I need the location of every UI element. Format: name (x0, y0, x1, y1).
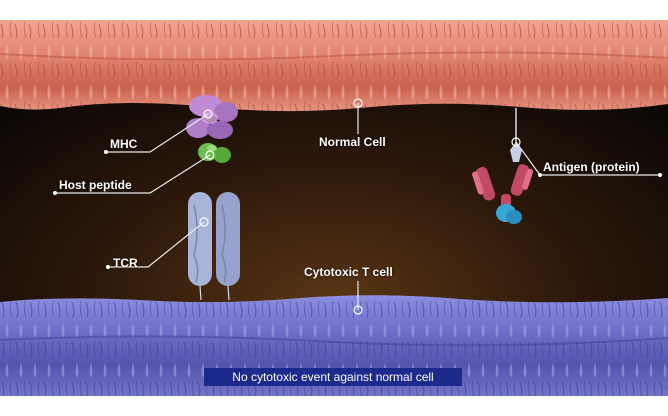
antigen-label: Antigen (protein) (543, 160, 640, 174)
cytotoxic-t-cell-label: Cytotoxic T cell (304, 265, 393, 279)
caption-banner: No cytotoxic event against normal cell (204, 368, 462, 386)
tcr-molecule (188, 192, 240, 301)
mhc-label: MHC (110, 137, 138, 151)
t-cell-membrane (0, 295, 668, 396)
pointer-dots (53, 150, 662, 269)
antibody-antigen (472, 108, 534, 224)
normal-cell-label: Normal Cell (319, 135, 386, 149)
target-rings (199, 98, 521, 315)
host-peptide-label: Host peptide (59, 178, 132, 192)
normal-cell-membrane (0, 20, 668, 112)
tcr-label: TCR (113, 256, 138, 270)
mhc-molecule (186, 95, 238, 139)
